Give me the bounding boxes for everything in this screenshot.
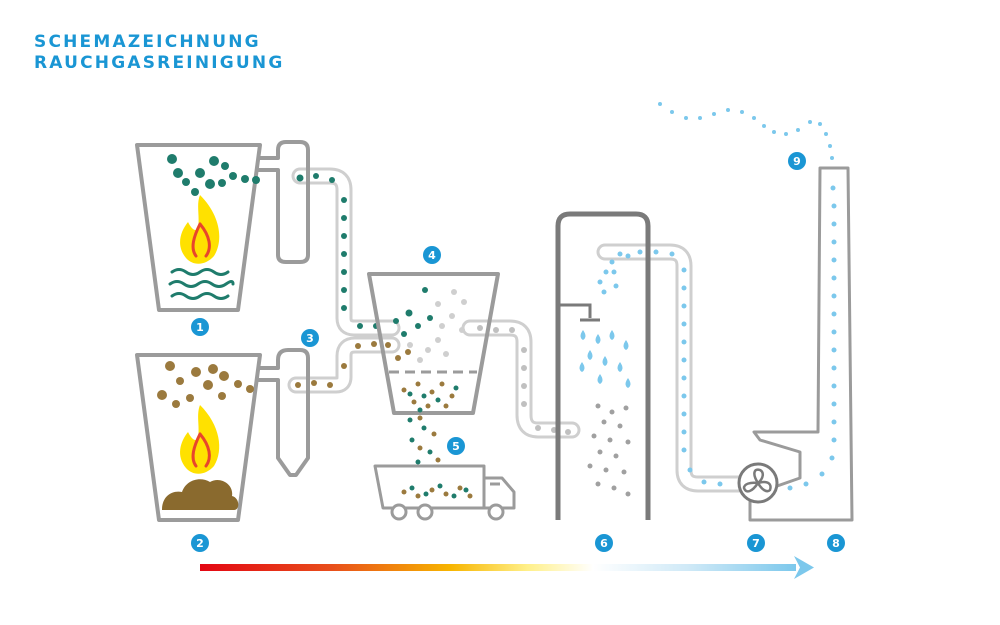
svg-text:1: 1 <box>196 321 204 334</box>
boiler-1 <box>135 140 310 312</box>
title-line-2: RAUCHGASREINIGUNG <box>34 53 285 73</box>
svg-text:6: 6 <box>600 537 608 550</box>
pipe-scrubber-to-fan <box>596 243 749 493</box>
svg-text:3: 3 <box>306 332 314 345</box>
pipes <box>287 167 749 493</box>
svg-text:8: 8 <box>832 537 840 550</box>
marker-2: 2 <box>191 534 209 552</box>
pipe-blue-particles <box>637 249 723 487</box>
sludge-pile <box>162 479 239 510</box>
marker-4: 4 <box>423 246 441 264</box>
filter <box>367 272 500 415</box>
svg-text:9: 9 <box>793 155 801 168</box>
marker-3: 3 <box>301 329 319 347</box>
waves-icon <box>168 268 235 300</box>
scrubber <box>555 211 651 520</box>
flame-icon <box>180 405 220 474</box>
svg-text:7: 7 <box>752 537 760 550</box>
boiler-2 <box>135 348 310 522</box>
boiler1-particles <box>167 154 260 196</box>
scrubber-dust <box>587 403 631 497</box>
flame-icon <box>180 195 220 264</box>
pipe-teal-particles <box>296 173 379 329</box>
boiler2-particles <box>157 361 254 408</box>
water-drops <box>579 330 631 388</box>
chimney <box>748 166 854 522</box>
smoke-trail <box>658 102 834 160</box>
title-line-1: SCHEMAZEICHNUNG <box>34 32 261 52</box>
diagram-title: SCHEMAZEICHNUNG RAUCHGASREINIGUNG <box>34 32 285 74</box>
arrow-icon <box>200 556 814 579</box>
svg-text:4: 4 <box>428 249 436 262</box>
fan-icon <box>737 462 779 504</box>
svg-text:2: 2 <box>196 537 204 550</box>
marker-8: 8 <box>827 534 845 552</box>
marker-5: 5 <box>447 437 465 455</box>
svg-text:5: 5 <box>452 440 460 453</box>
marker-9: 9 <box>788 152 806 170</box>
marker-7: 7 <box>747 534 765 552</box>
shower-icon <box>560 303 600 322</box>
pipe-brown-particles <box>295 341 377 388</box>
marker-6: 6 <box>595 534 613 552</box>
marker-1: 1 <box>191 318 209 336</box>
truck-icon <box>373 464 516 521</box>
